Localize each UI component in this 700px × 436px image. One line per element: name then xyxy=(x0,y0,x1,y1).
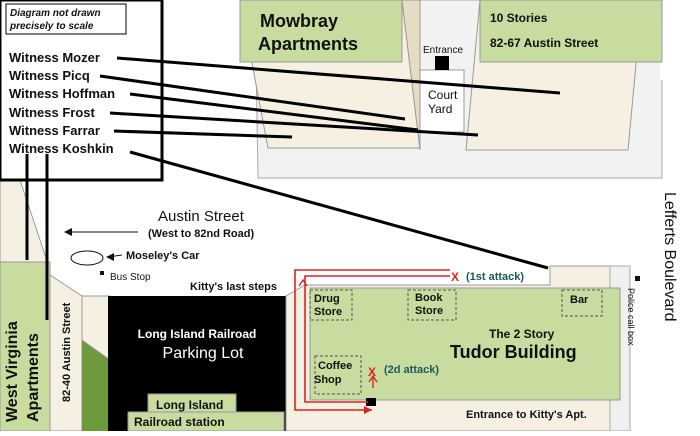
mowbray-west-roof xyxy=(239,0,403,63)
sightline-frost xyxy=(109,111,479,137)
book-store-label-1: Book xyxy=(415,292,443,304)
moseley-car-label: Moseley's Car xyxy=(126,250,200,262)
first-attack-x: X xyxy=(451,270,459,284)
sightline-farrar xyxy=(113,129,293,139)
scale-note-2: precisely to scale xyxy=(9,21,94,32)
mowbray-entrance-door xyxy=(435,56,449,70)
witness-label: Witness Farrar xyxy=(9,123,100,138)
parking-label-1: Long Island Railroad xyxy=(138,327,257,341)
austin-street-sub: (West to 82nd Road) xyxy=(148,228,254,240)
scale-note-box xyxy=(5,3,127,35)
drug-store xyxy=(309,289,353,321)
first-attack-label: (1st attack) xyxy=(466,271,524,283)
scale-note-1: Diagram not drawn xyxy=(10,8,101,19)
sightline-hoffman xyxy=(129,92,419,132)
parking-label-2: Parking Lot xyxy=(163,345,244,362)
austin-street-label: Austin Street xyxy=(158,208,245,225)
bus-stop-label: Bus Stop xyxy=(110,272,151,283)
moseley-car xyxy=(70,250,104,266)
coffee-shop xyxy=(314,355,362,395)
book-store xyxy=(407,289,457,321)
second-attack-x: X xyxy=(368,365,376,379)
station-label-1: Long Island xyxy=(156,398,223,412)
courtyard-label-2: Yard xyxy=(428,102,452,116)
mowbray-name-2: Apartments xyxy=(258,34,358,54)
coffee-shop-label-1: Coffee xyxy=(318,360,352,372)
courtyard-label-1: Court xyxy=(428,88,458,102)
mowbray-stories: 10 Stories xyxy=(490,11,548,25)
kitty-path-inner xyxy=(304,275,450,403)
kitty-entrance-door xyxy=(366,398,376,406)
second-attack-label: (2d attack) xyxy=(384,364,439,376)
witness-label: Witness Picq xyxy=(9,68,90,83)
bar xyxy=(561,289,603,317)
kitty-path-end-arrow xyxy=(364,406,372,414)
police-call-box-marker xyxy=(635,276,640,281)
bus-stop-marker xyxy=(100,271,104,275)
witness-label: Witness Mozer xyxy=(9,50,100,65)
tudor-label-2: Tudor Building xyxy=(450,342,577,362)
car-arrow-head xyxy=(106,253,114,261)
mowbray-edge xyxy=(660,0,700,80)
bar-label: Bar xyxy=(570,294,589,306)
station-label-2: Railroad station xyxy=(134,415,225,429)
austin-8240-label: 82-40 Austin Street xyxy=(61,302,73,402)
west-virginia-label-1: West Virginia xyxy=(4,321,21,422)
sightline-mozer xyxy=(116,56,561,95)
lefferts-boulevard-label: Lefferts Boulevard xyxy=(661,192,678,322)
sightline-koshkin xyxy=(129,150,549,270)
witness-label: Witness Hoffman xyxy=(9,86,115,101)
kitty-path-outer xyxy=(294,269,450,411)
courtyard xyxy=(419,69,465,133)
west-arrow-head xyxy=(64,228,72,236)
west-virginia-label-2: Apartments xyxy=(25,333,42,422)
kitty-entrance-label: Entrance to Kitty's Apt. xyxy=(466,409,587,421)
kitty-path-arrow xyxy=(298,278,308,287)
witness-label: Witness Frost xyxy=(9,105,96,120)
mowbray-address: 82-67 Austin Street xyxy=(490,36,598,50)
witness-label: Witness Koshkin xyxy=(9,141,114,156)
drug-store-label-1: Drug xyxy=(314,293,340,305)
coffee-shop-label-2: Shop xyxy=(314,374,342,386)
police-call-box-label: Police call box xyxy=(626,288,636,346)
sightline-picq xyxy=(99,74,406,121)
mowbray-name-1: Mowbray xyxy=(260,11,338,31)
book-store-label-2: Store xyxy=(415,305,443,317)
mowbray-east-roof xyxy=(479,0,663,63)
tudor-building xyxy=(309,287,621,401)
drug-store-label-2: Store xyxy=(314,306,342,318)
mowbray-entrance-label: Entrance xyxy=(423,45,463,56)
tudor-label-1: The 2 Story xyxy=(489,327,555,341)
kitty-last-steps-label: Kitty's last steps xyxy=(190,281,277,293)
